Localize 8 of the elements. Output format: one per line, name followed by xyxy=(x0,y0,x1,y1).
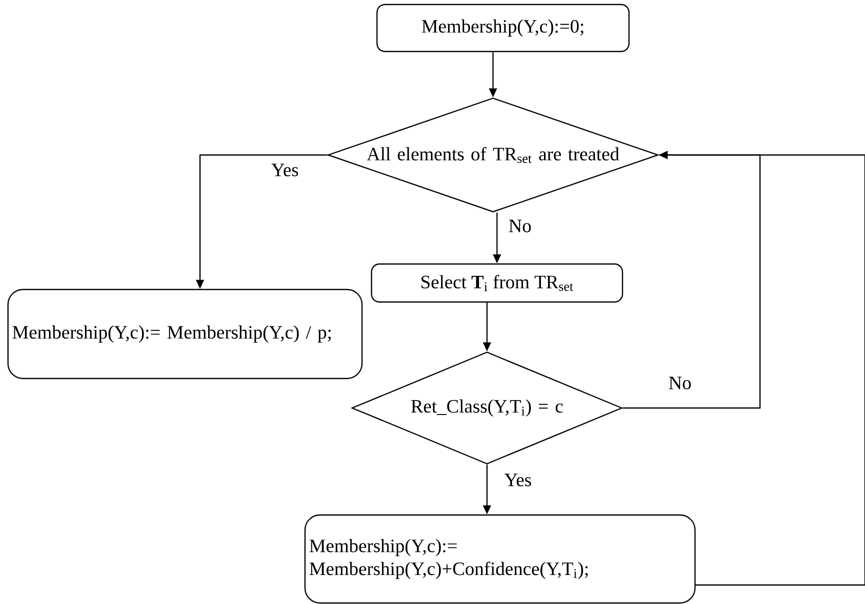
edge-label: No xyxy=(667,376,693,390)
process-box: Membership(Y,c):= Membership(Y,c)+Confidence(Y,T$_{i}$); xyxy=(304,514,696,604)
edge-label: No xyxy=(507,218,533,234)
edge-label: Yes xyxy=(503,472,533,488)
process-box: Select T$_{i}$ from TR$_{set}$ xyxy=(370,263,624,303)
process-box: Membership(Y,c):=0; xyxy=(376,4,630,52)
process-box: Membership(Y,c):= Membership(Y,c) / p; xyxy=(7,288,363,380)
edge-label: Yes xyxy=(270,162,300,178)
